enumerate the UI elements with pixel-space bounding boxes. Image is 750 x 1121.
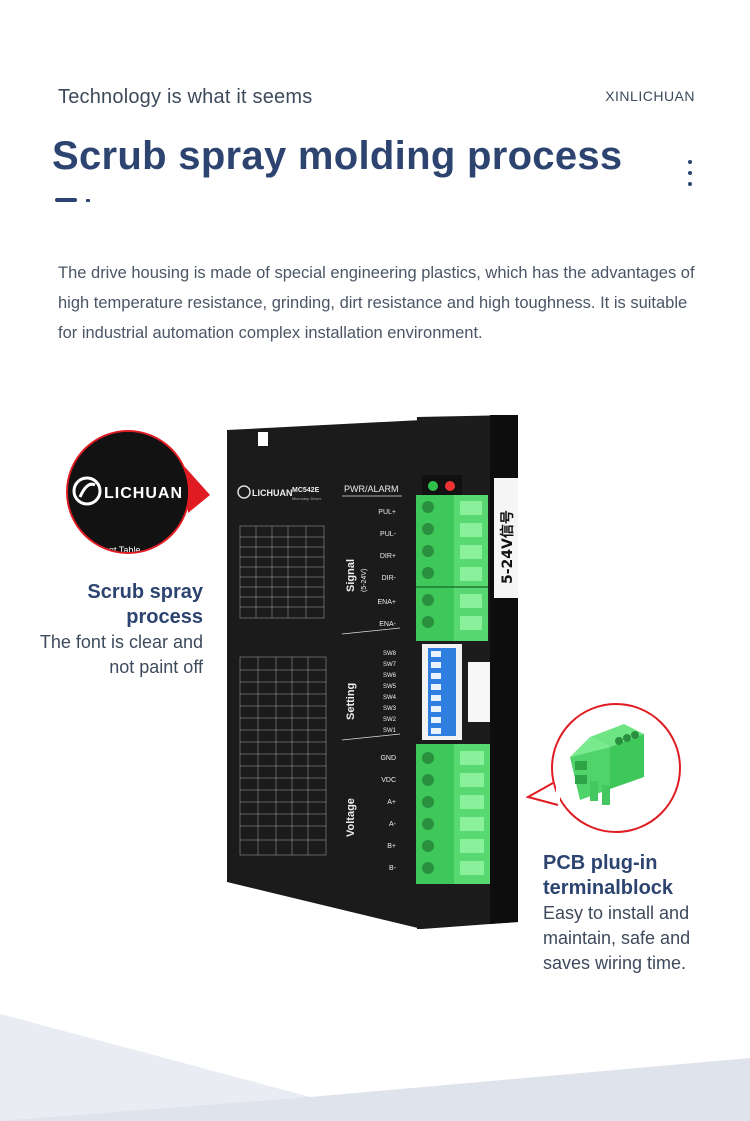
right-callout-body-1: Easy to install and [543, 903, 690, 923]
pin-a-minus: A- [389, 821, 397, 828]
voltage-sticker: 5-24V信号 [499, 510, 516, 584]
pin-ena-plus: ENA+ [378, 599, 396, 606]
pin-b-plus: B+ [387, 843, 396, 850]
left-callout-body-2: not paint off [109, 657, 203, 677]
sw2-label: SW2 [383, 717, 397, 723]
sw7-label: SW7 [383, 662, 397, 668]
bottom-wave [0, 1014, 750, 1121]
alarm-led-icon [445, 481, 455, 491]
right-callout-title-1: PCB plug-in [543, 852, 658, 874]
signal-range-label: (5-24V) [361, 569, 368, 592]
current-table [239, 525, 325, 619]
pin-vdc: VDC [381, 777, 396, 784]
zoom-table-text: ent Table [104, 545, 140, 555]
left-callout-title-1: Scrub spray [87, 581, 203, 603]
logo-zoom-callout: LICHUAN ent Table [66, 430, 211, 555]
pin-dir-minus: DIR- [382, 575, 397, 582]
right-callout-body-3: saves wiring time. [543, 953, 687, 973]
signal-label: Signal [345, 559, 357, 592]
device-model: MC542E [292, 487, 320, 494]
right-callout-body-2: maintain, safe and [543, 928, 691, 948]
right-callout-title-2: terminalblock [543, 877, 674, 899]
power-pins: GND VDC A+ A- B+ B- [380, 755, 396, 872]
sw3-label: SW3 [383, 706, 397, 712]
sw6-label: SW6 [383, 673, 397, 679]
left-callout: Scrub spray process The font is clear an… [0, 580, 203, 680]
left-callout-title-2: process [126, 606, 203, 628]
power-led-icon [428, 481, 438, 491]
pwr-alarm-label: PWR/ALARM [344, 484, 399, 494]
dip-switch-block [422, 644, 490, 740]
pin-ena-minus: ENA- [379, 621, 396, 628]
voltage-label: Voltage [345, 798, 357, 837]
pin-a-plus: A+ [387, 799, 396, 806]
device-model-sub: Microstep Driver [292, 496, 322, 501]
pin-pul-plus: PUL+ [378, 509, 396, 516]
switch-labels: SW8 SW7 SW6 SW5 SW4 SW3 SW2 SW1 [383, 651, 397, 734]
pin-pul-minus: PUL- [380, 531, 397, 538]
device-logo: LICHUAN [252, 488, 293, 498]
terminal-zoom-callout [525, 703, 681, 833]
right-callout: PCB plug-in terminalblock Easy to instal… [543, 851, 743, 976]
brand-name: XINLICHUAN [605, 88, 695, 104]
pulse-table [239, 656, 327, 856]
page-title: Scrub spray molding process [52, 134, 623, 178]
tagline: Technology is what it seems [58, 86, 313, 108]
setting-label: Setting [345, 683, 357, 720]
signal-terminal-block [416, 495, 488, 641]
pin-dir-plus: DIR+ [380, 553, 396, 560]
signal-pins: PUL+ PUL- DIR+ DIR- ENA+ ENA- [378, 509, 397, 628]
power-terminal-block [416, 744, 490, 884]
sw5-label: SW5 [383, 684, 397, 690]
sw4-label: SW4 [383, 695, 397, 701]
pin-b-minus: B- [389, 865, 397, 872]
sw1-label: SW1 [383, 728, 397, 734]
pin-gnd: GND [380, 755, 396, 762]
sw8-label: SW8 [383, 651, 397, 657]
more-vertical-icon[interactable] [686, 160, 694, 186]
zoom-logo-text: LICHUAN [104, 485, 183, 502]
title-underline-dot [86, 199, 90, 202]
left-callout-body-1: The font is clear and [39, 632, 203, 652]
description-paragraph: The drive housing is made of special eng… [58, 264, 695, 342]
terminal-block-icon [570, 724, 644, 805]
title-underline [55, 198, 77, 202]
microstep-driver-device: LICHUAN MC542E Microstep Driver PWR/ALAR… [227, 415, 518, 929]
